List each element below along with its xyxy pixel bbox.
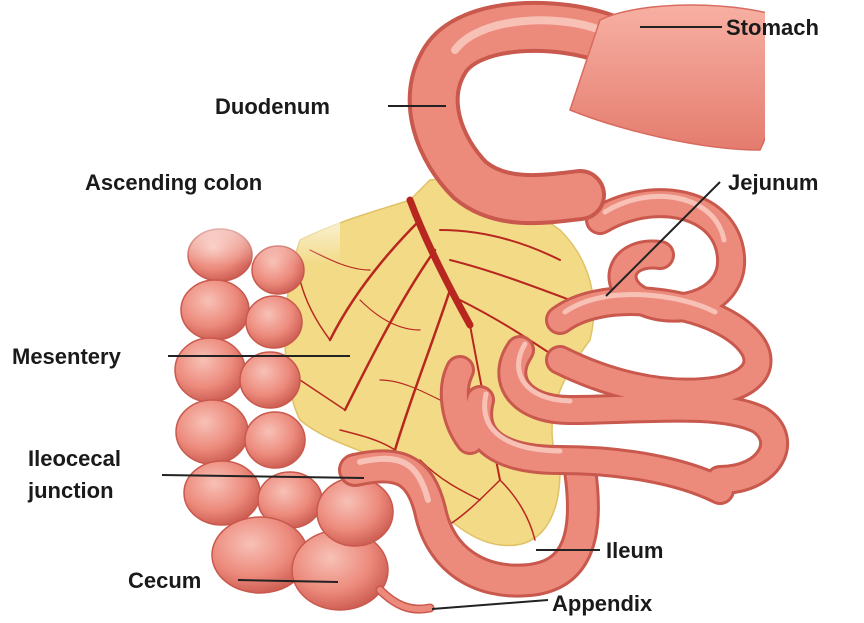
label-mesentery: Mesentery (12, 344, 122, 369)
colon-top-fade (180, 195, 340, 265)
ascending-colon (175, 229, 322, 528)
label-jejunum: Jejunum (728, 170, 818, 195)
label-appendix: Appendix (552, 591, 653, 616)
label-stomach: Stomach (726, 15, 819, 40)
label-ileum: Ileum (606, 538, 663, 563)
label-cecum: Cecum (128, 568, 201, 593)
label-duodenum: Duodenum (215, 94, 330, 119)
label-ileocecal-line1: Ileocecal (28, 446, 121, 471)
leader-appendix (432, 600, 548, 609)
label-ileocecal-line2: junction (27, 478, 114, 503)
label-ascending-colon: Ascending colon (85, 170, 262, 195)
